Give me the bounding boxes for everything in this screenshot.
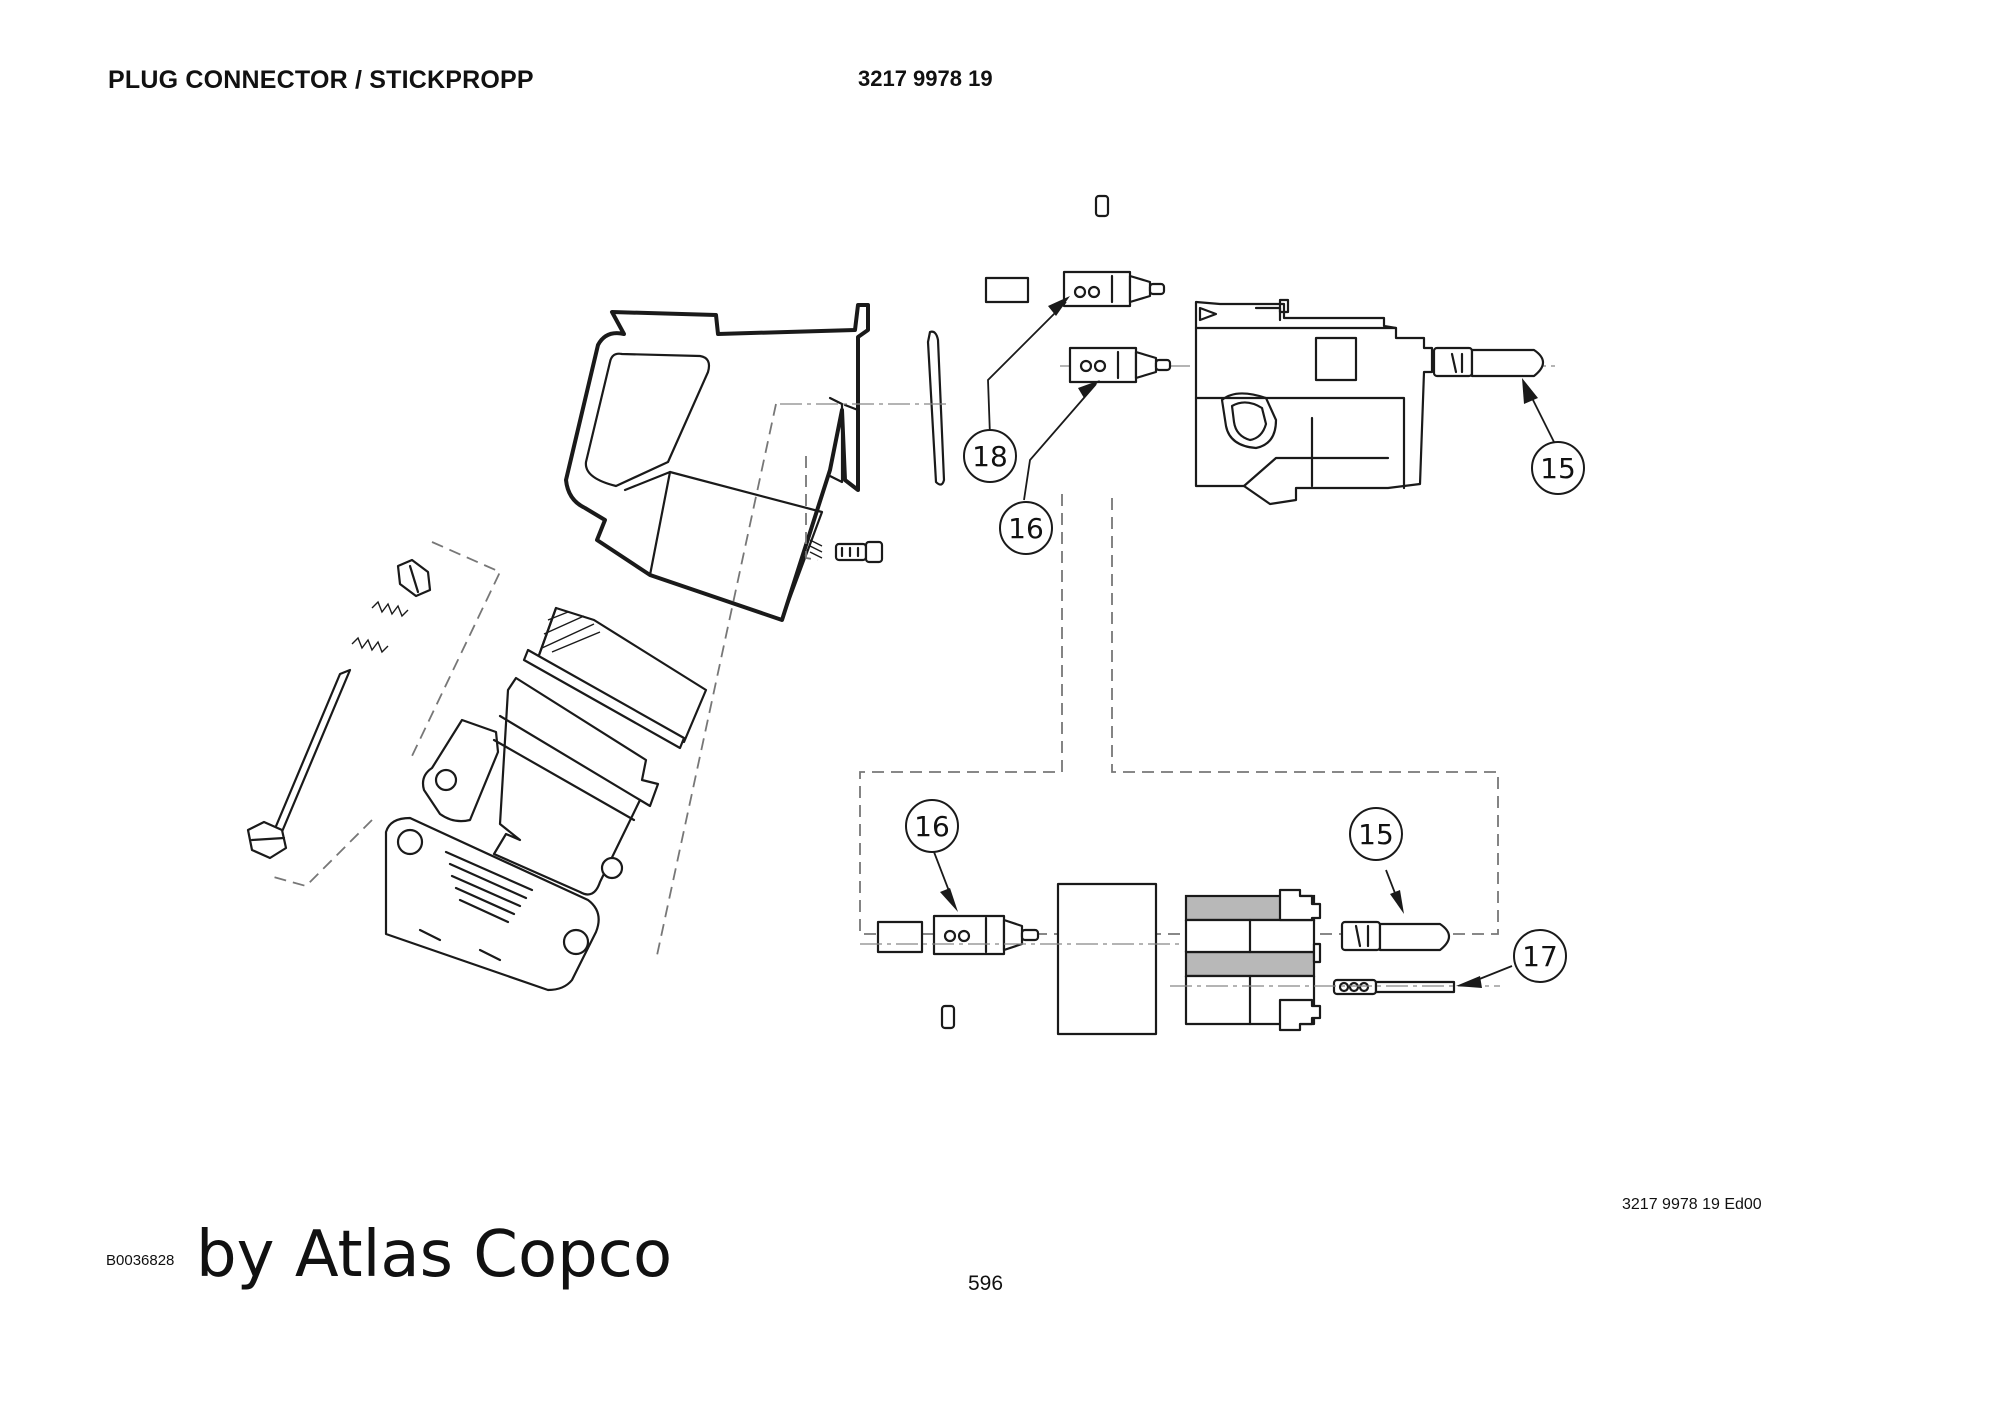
svg-text:16: 16 [1008, 512, 1044, 545]
assembly-line [411, 541, 502, 757]
long-bolt [246, 668, 352, 860]
contact-pin-16 [1068, 346, 1172, 384]
connector-housing [1194, 298, 1434, 506]
nut [396, 558, 432, 598]
leader-arrowheads [940, 296, 1538, 988]
svg-text:16: 16 [914, 810, 950, 843]
contact-pin-18 [1062, 270, 1166, 308]
o-ring [926, 330, 946, 486]
connector-handle [564, 303, 870, 622]
small-screw [809, 539, 884, 564]
callout-18: 18 [963, 429, 1017, 483]
sleeve-lower [876, 920, 924, 954]
assembly-line [269, 819, 373, 888]
callout-15-upper: 15 [1531, 441, 1585, 495]
callout-16-lower: 16 [905, 799, 959, 853]
crimp-contact-17 [1332, 978, 1456, 996]
svg-text:15: 15 [1540, 452, 1576, 485]
contact-carrier [1184, 888, 1322, 1032]
hatched-block [536, 606, 708, 744]
svg-text:15: 15 [1358, 818, 1394, 851]
leader-lines [933, 301, 1557, 983]
base-plate [384, 816, 600, 992]
figure-code: B0036828 [106, 1252, 175, 1269]
svg-text:18: 18 [972, 440, 1008, 473]
page-number: 596 [968, 1272, 1004, 1295]
contact-pin-16-lower [932, 914, 1040, 956]
thin-plate [522, 648, 686, 750]
pin-bottom-small [940, 1004, 956, 1030]
assembly-line [805, 456, 819, 561]
detail-box [859, 494, 1499, 935]
socket-contact-15-lower [1340, 920, 1451, 952]
callout-15-lower: 15 [1349, 807, 1403, 861]
pin-top-small [1094, 194, 1110, 218]
page-title: PLUG CONNECTOR / STICKPROPP [108, 66, 534, 94]
watermark: by Atlas Copco [196, 1218, 673, 1292]
part-number: 3217 9978 19 [858, 66, 993, 91]
edition-label: 3217 9978 19 Ed00 [1622, 1196, 1762, 1213]
callout-17: 17 [1513, 929, 1567, 983]
svg-text:17: 17 [1522, 940, 1558, 973]
frame-bracket [421, 676, 660, 896]
callout-16-upper: 16 [999, 501, 1053, 555]
insulator-block [1056, 882, 1158, 1036]
sleeve-upper [984, 276, 1030, 304]
socket-contact-15 [1432, 346, 1545, 378]
springs [351, 600, 409, 654]
axis-line-lower [860, 943, 1500, 987]
